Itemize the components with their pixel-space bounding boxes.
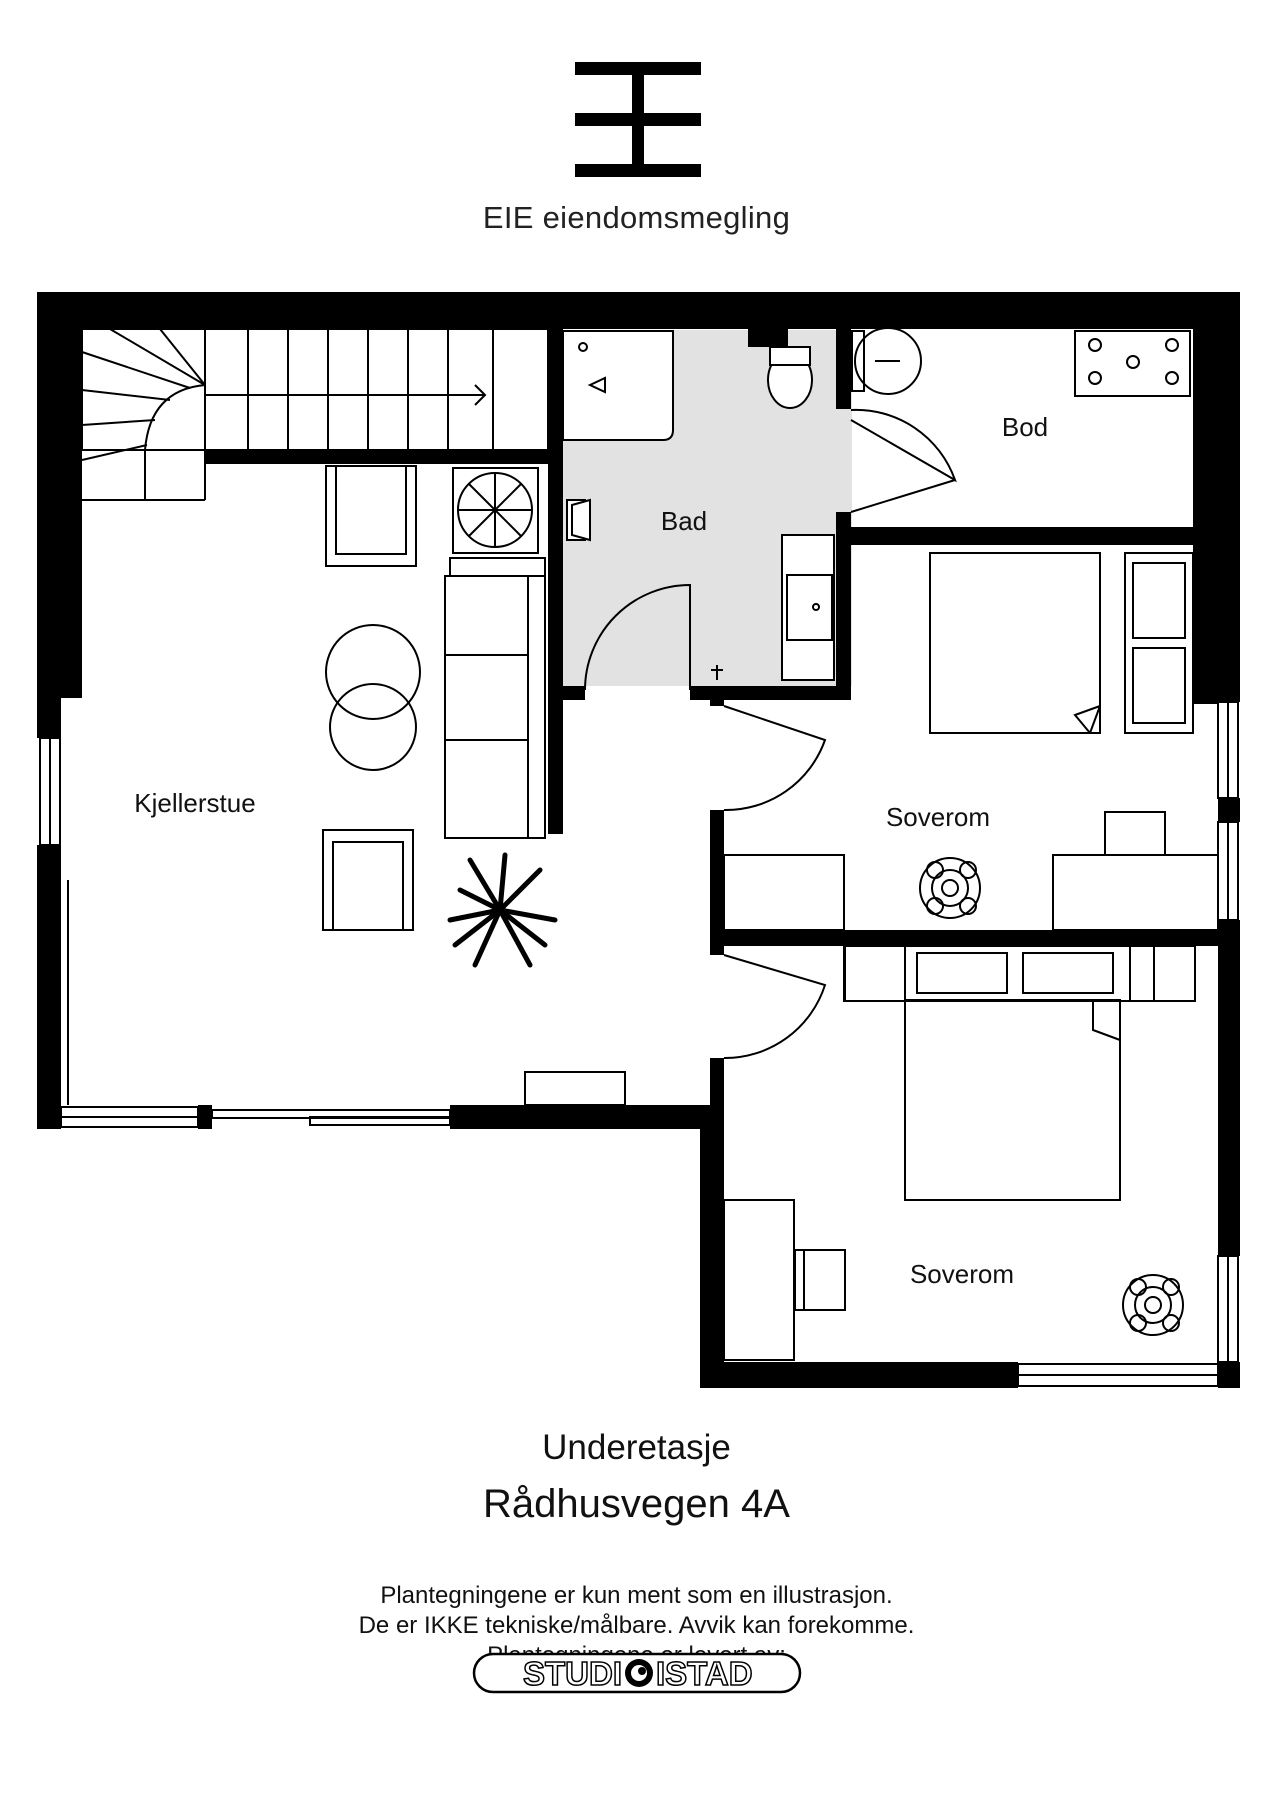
disclaimer-line-1: Plantegningene er kun ment som en illust… xyxy=(380,1582,893,1609)
windows xyxy=(39,701,1239,1387)
floor-plan: Kjellerstue Bad Bod Soverom Soverom xyxy=(37,292,1240,1388)
room-label-soverom-2: Soverom xyxy=(910,1259,1014,1289)
room-label-bad: Bad xyxy=(661,506,707,536)
studio-name-right: ISTAD xyxy=(656,1655,753,1692)
palm-plant-icon xyxy=(447,852,558,968)
brand-name: EIE eiendomsmegling xyxy=(482,200,791,235)
room-label-kjellerstue: Kjellerstue xyxy=(134,788,255,818)
bathroom-fixtures xyxy=(562,330,835,681)
soverom-2-furniture xyxy=(723,945,1196,1361)
flower-plant-icon xyxy=(919,857,981,919)
floor-name: Underetasje xyxy=(542,1428,731,1467)
doors xyxy=(584,408,957,1060)
room-label-bod: Bod xyxy=(1002,412,1048,442)
flower-plant-icon xyxy=(1122,1274,1184,1336)
soverom-1-furniture xyxy=(723,552,1219,931)
disclaimer-line-2: De er IKKE tekniske/målbare. Avvik kan f… xyxy=(358,1612,915,1639)
studio-name-left: STUDI xyxy=(523,1655,622,1692)
bod-fixtures xyxy=(851,327,1191,397)
kjellerstue-furniture xyxy=(322,465,626,1106)
eie-logo-icon xyxy=(575,62,701,177)
property-address: Rådhusvegen 4A xyxy=(483,1482,790,1526)
studio-istad-logo: STUDI ISTAD xyxy=(472,1652,802,1694)
stairs xyxy=(81,328,549,501)
walls xyxy=(37,292,1240,1388)
room-label-soverom-1: Soverom xyxy=(886,802,990,832)
